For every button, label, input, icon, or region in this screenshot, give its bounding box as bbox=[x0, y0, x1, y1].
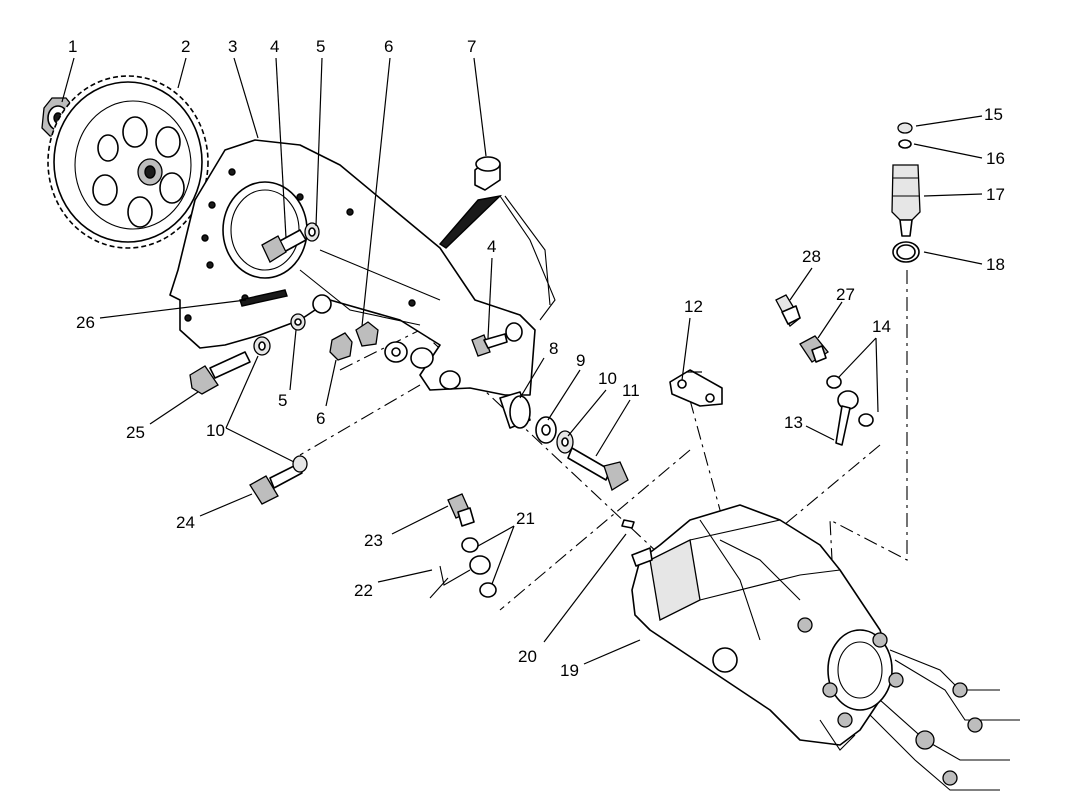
callout-4-upper: 4 bbox=[270, 37, 279, 56]
callout-10-left: 10 bbox=[206, 421, 225, 440]
callout-5-lower: 5 bbox=[278, 391, 287, 410]
part-4-bolt-right bbox=[471, 333, 508, 357]
callout-11: 11 bbox=[622, 381, 640, 400]
part-19-injection-pump bbox=[631, 504, 904, 751]
leader-lines bbox=[61, 57, 983, 665]
callout-10-right: 10 bbox=[598, 369, 617, 388]
callout-15: 15 bbox=[984, 105, 1003, 124]
callout-5-upper: 5 bbox=[316, 37, 325, 56]
part-17-injector bbox=[891, 164, 921, 237]
callout-20: 20 bbox=[518, 647, 537, 666]
callout-12: 12 bbox=[684, 297, 703, 316]
part-21-washers bbox=[461, 537, 497, 598]
callout-6-lower: 6 bbox=[316, 409, 325, 428]
part-8-spacer bbox=[499, 391, 531, 429]
part-24-bolt bbox=[249, 455, 308, 505]
part-6-nut-upper bbox=[355, 321, 379, 347]
high-pressure-pipes bbox=[869, 649, 1020, 791]
part-28-fitting bbox=[775, 294, 801, 327]
callout-27: 27 bbox=[836, 285, 855, 304]
part-18-seal-ring bbox=[892, 241, 920, 263]
part-20-key bbox=[621, 519, 635, 529]
callout-19: 19 bbox=[560, 661, 579, 680]
part-10-washer-right bbox=[556, 430, 574, 454]
callout-1: 1 bbox=[68, 37, 77, 56]
part-15-nut bbox=[897, 122, 913, 134]
part-12-plate bbox=[669, 369, 723, 407]
part-7-sleeve bbox=[438, 156, 556, 321]
callout-6-upper: 6 bbox=[384, 37, 393, 56]
part-5-washer-lower bbox=[290, 313, 306, 331]
part-16-washer bbox=[898, 139, 912, 149]
callout-25: 25 bbox=[126, 423, 145, 442]
callout-23: 23 bbox=[364, 531, 383, 550]
part-23-banjo-bolt bbox=[447, 493, 475, 527]
part-10-washer-left bbox=[253, 336, 271, 356]
washer-pair-center bbox=[384, 341, 434, 369]
callout-14: 14 bbox=[872, 317, 891, 336]
callout-labels: 1 2 3 4 5 6 7 4 8 9 10 11 12 13 14 15 16… bbox=[68, 37, 1005, 680]
part-5-washer-upper bbox=[304, 222, 320, 242]
callout-22: 22 bbox=[354, 581, 373, 600]
part-3-mounting-bracket bbox=[169, 139, 536, 396]
callout-26: 26 bbox=[76, 313, 95, 332]
part-25-bolt bbox=[189, 351, 251, 395]
callout-24: 24 bbox=[176, 513, 195, 532]
callout-3: 3 bbox=[228, 37, 237, 56]
part-9-washer bbox=[535, 416, 557, 444]
part-11-bolt bbox=[567, 447, 629, 491]
callout-7: 7 bbox=[467, 37, 476, 56]
callout-2: 2 bbox=[181, 37, 190, 56]
callout-28: 28 bbox=[802, 247, 821, 266]
part-13-banjo bbox=[835, 390, 859, 446]
part-22-leak-off-pipe bbox=[429, 555, 491, 599]
callout-4-right: 4 bbox=[487, 237, 496, 256]
part-26-stud bbox=[239, 289, 288, 307]
callout-18: 18 bbox=[986, 255, 1005, 274]
part-2-timing-gear bbox=[47, 75, 209, 249]
callout-9: 9 bbox=[576, 351, 585, 370]
part-14-washers bbox=[826, 375, 874, 427]
part-4-bolt-upper bbox=[261, 229, 307, 263]
callout-17: 17 bbox=[986, 185, 1005, 204]
callout-13: 13 bbox=[784, 413, 803, 432]
part-6-nut-lower bbox=[329, 332, 353, 361]
callout-8: 8 bbox=[549, 339, 558, 358]
callout-21: 21 bbox=[516, 509, 535, 528]
part-27-banjo-bolt bbox=[799, 335, 829, 363]
callout-16: 16 bbox=[986, 149, 1005, 168]
